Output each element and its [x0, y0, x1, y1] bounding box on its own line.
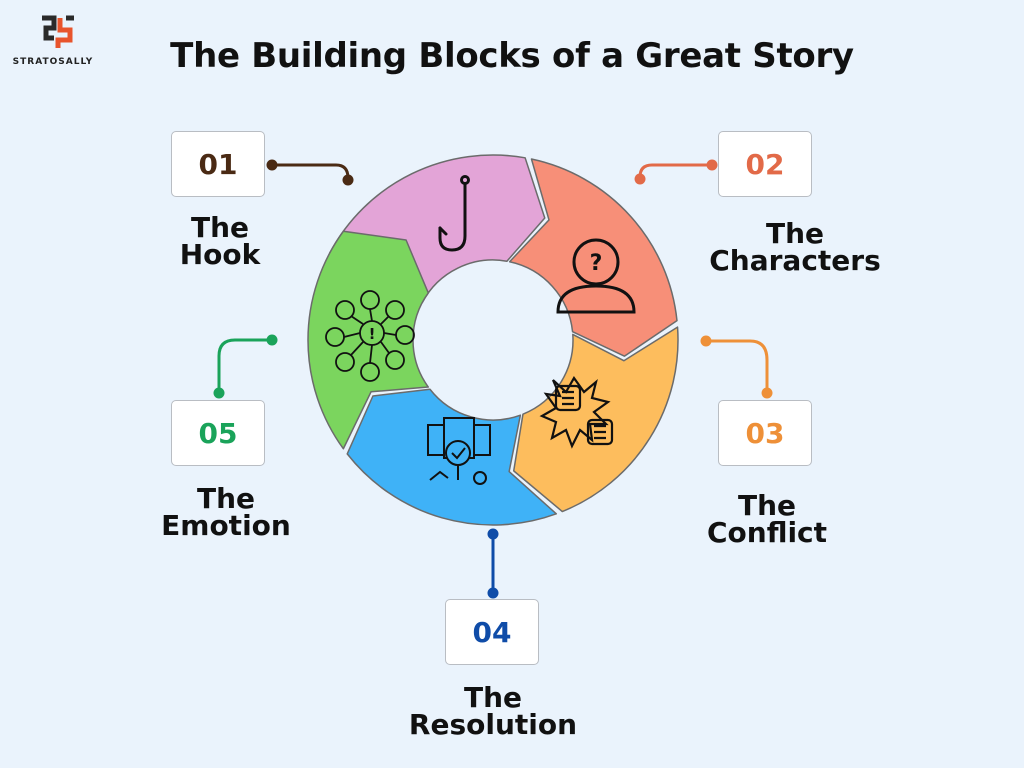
connector-01: [266, 159, 354, 186]
ring-segment-characters: [508, 158, 678, 357]
step-label-05-line1: The: [196, 482, 256, 515]
step-label-03-line2: Conflict: [706, 516, 828, 549]
step-number-05: 05: [171, 400, 265, 466]
document-check-icon: [427, 417, 491, 485]
stratosally-logo: [42, 15, 74, 48]
step-label-02: The Characters: [690, 217, 900, 277]
step-label-03: The Conflict: [690, 489, 844, 549]
step-label-03-line1: The: [737, 489, 797, 522]
step-number-02: 02: [718, 131, 812, 197]
emotions-network-icon: !: [325, 290, 415, 382]
cycle-ring: [307, 154, 679, 526]
step-label-04: The Resolution: [400, 681, 586, 741]
fists-clash-icon: [539, 375, 614, 449]
step-number-01: 01: [171, 131, 265, 197]
step-label-02-line2: Characters: [709, 244, 881, 277]
ring-segment-hook: [328, 154, 546, 304]
page-title: The Building Blocks of a Great Story: [170, 36, 854, 76]
step-label-01-line2: Hook: [179, 238, 261, 271]
step-label-04-line2: Resolution: [408, 708, 578, 741]
step-number-03: 03: [718, 400, 812, 466]
svg-text:!: !: [369, 325, 376, 343]
step-number-04: 04: [445, 599, 539, 665]
fishing-hook-icon: [438, 175, 470, 252]
svg-text:?: ?: [590, 251, 603, 276]
connector-03: [700, 335, 773, 399]
connector-05: [213, 334, 278, 399]
step-label-01: The Hook: [152, 211, 288, 271]
step-label-01-line1: The: [190, 211, 250, 244]
step-label-04-line1: The: [463, 681, 523, 714]
step-label-05: The Emotion: [146, 482, 306, 542]
brand-name: STRATOSALLY: [12, 57, 94, 67]
person-question-icon: ?: [556, 238, 636, 314]
ring-segment-emotion: [307, 230, 430, 450]
connector-04: [487, 528, 499, 599]
step-label-05-line2: Emotion: [161, 509, 291, 542]
step-label-02-line1: The: [765, 217, 825, 250]
connector-02: [634, 159, 718, 185]
